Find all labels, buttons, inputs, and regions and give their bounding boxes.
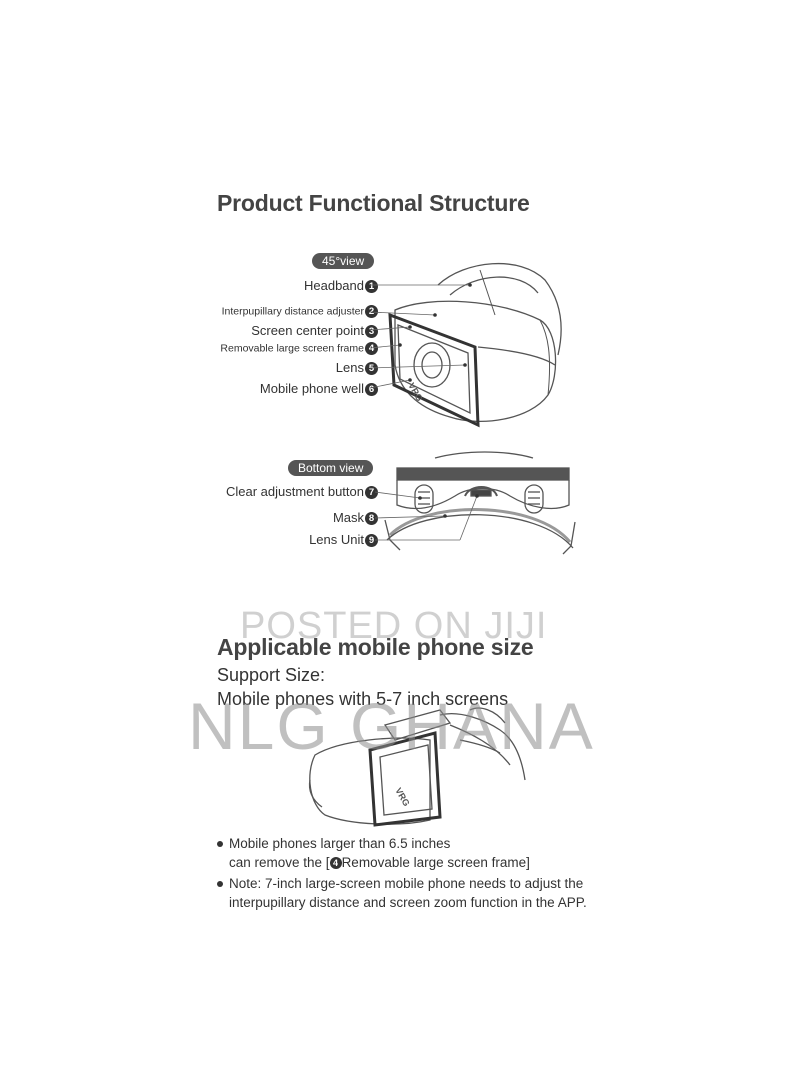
callout-number-5: 5	[365, 362, 378, 376]
badge-bottom-view: Bottom view	[288, 459, 374, 477]
brand-logo-phone: VRG	[393, 786, 411, 808]
callout-number-4-inline: 4	[329, 857, 342, 870]
callout-number-1: 1	[365, 280, 378, 294]
callout-number-4: 4	[365, 342, 378, 355]
badge-45-view: 45°view	[312, 252, 375, 270]
watermark-line-1: POSTED ON JIJI	[240, 605, 548, 647]
badge-bottom-view-label: Bottom view	[288, 460, 374, 476]
bullet-icon	[217, 841, 223, 848]
badge-45-view-label: 45°view	[312, 253, 375, 269]
note-2-line-2: interpupillary distance and screen zoom …	[229, 895, 587, 910]
callout-number-3: 3	[365, 325, 378, 339]
watermark-line-2: NLG GHANA	[188, 689, 595, 763]
headset-45-illustration: VRG	[370, 263, 562, 428]
bullet-icon	[217, 881, 223, 888]
note-1-line-1: Mobile phones larger than 6.5 inches	[217, 834, 450, 854]
callout-number-6: 6	[365, 383, 378, 397]
support-size-value: Mobile phones with 5-7 inch screens	[217, 689, 509, 709]
support-size-label: Support Size:	[217, 665, 326, 685]
headset-bottom-illustration	[375, 451, 576, 555]
callout-number-2: 2	[365, 305, 378, 318]
phone-insert-illustration: VRG	[308, 707, 526, 827]
note-2-line-1: Note: 7-inch large-screen mobile phone n…	[217, 874, 583, 894]
callout-number-8: 8	[365, 512, 378, 526]
section-title-phone-size: Applicable mobile phone size	[217, 634, 534, 660]
section-title-structure: Product Functional Structure	[217, 190, 530, 216]
callout-number-9: 9	[365, 534, 378, 548]
callout-number-7: 7	[365, 486, 378, 500]
